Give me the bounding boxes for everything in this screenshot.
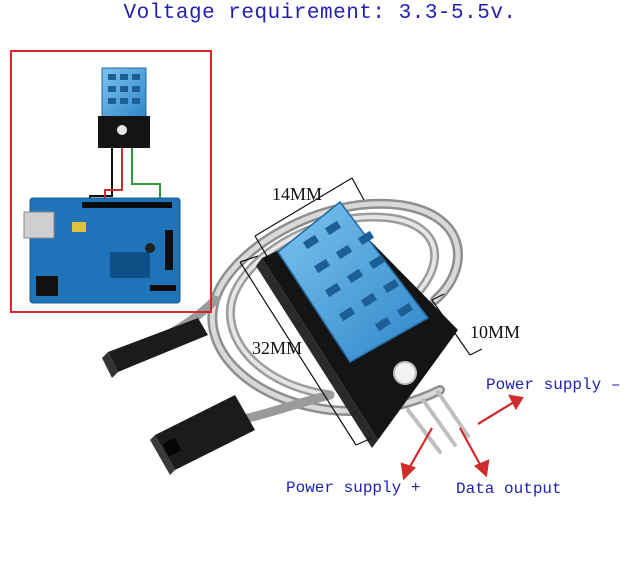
pin-arrows <box>400 394 524 481</box>
pin-label-power-plus: Power supply + <box>286 479 421 497</box>
dimension-depth-label: 10MM <box>470 322 521 342</box>
dimension-width-line <box>254 177 365 259</box>
dimension-depth-line <box>431 293 483 356</box>
dimension-length-line <box>239 255 373 446</box>
arduino-wiring-inset <box>23 67 181 304</box>
pin-label-data-output: Data output <box>456 480 562 498</box>
led-icon <box>393 361 417 385</box>
dupont-connector-left <box>102 318 208 378</box>
jumper-cable <box>115 198 463 430</box>
dimension-width-label: 14MM <box>272 184 323 204</box>
dht11-module <box>256 200 470 454</box>
pin-label-power-minus: Power supply – <box>486 376 621 394</box>
dupont-connector-bottom <box>150 395 255 475</box>
dimension-length-label: 32MM <box>252 338 303 358</box>
title: Voltage requirement: 3.3-5.5v. <box>123 2 517 25</box>
wiring-inset-frame <box>10 50 212 313</box>
